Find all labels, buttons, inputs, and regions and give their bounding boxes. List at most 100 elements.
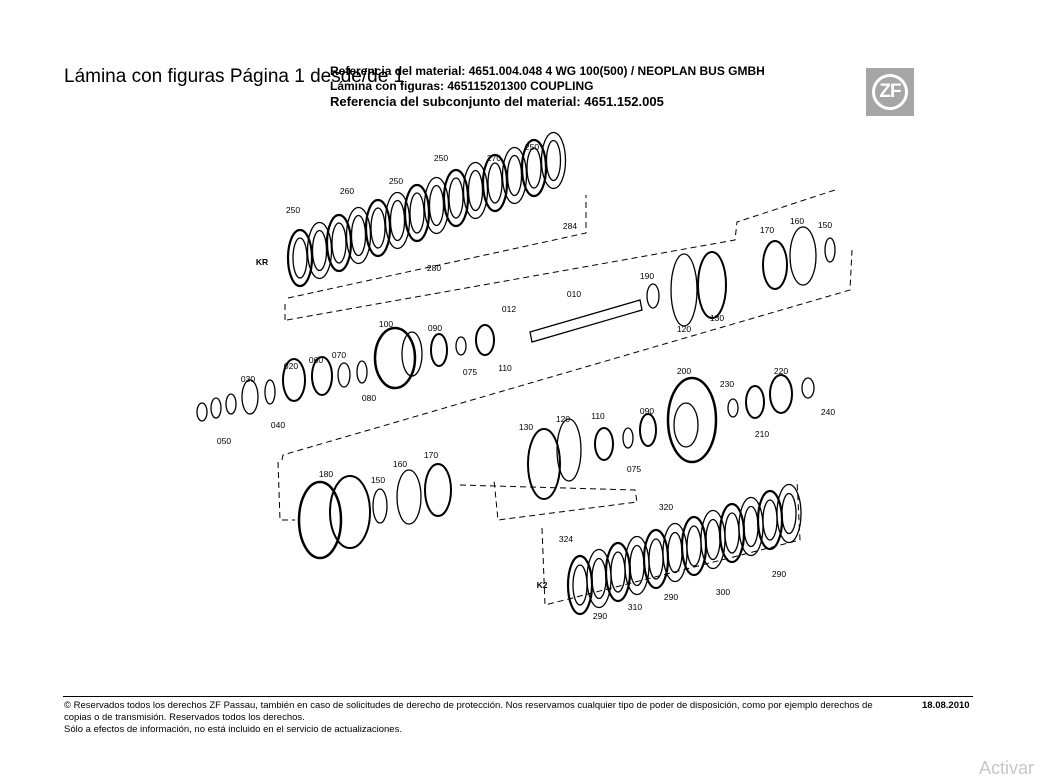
footer-disclaimer: Sólo a efectos de información, no está i… <box>64 724 402 735</box>
part-label-200: 200 <box>677 366 691 376</box>
part-label-090: 090 <box>428 323 442 333</box>
clutch-disc-kr-inner <box>389 199 406 242</box>
ring-190 <box>646 283 660 309</box>
clutch-disc-kr-inner <box>331 222 347 264</box>
clutch-disc-k2-inner <box>724 512 740 554</box>
part-label-120: 120 <box>556 414 570 424</box>
clutch-disc-kr <box>462 161 489 220</box>
footer-copyright-cont: copias o de transmisión. Reservados todo… <box>64 712 305 723</box>
lower-left-boundary <box>277 461 295 521</box>
clutch-disc-kr-inner <box>467 169 484 212</box>
part-label-280: 280 <box>427 263 441 273</box>
ring-150 <box>824 237 836 263</box>
part-label-290: 290 <box>772 569 786 579</box>
part-label-250: 250 <box>525 142 539 152</box>
clutch-disc-kr-inner <box>448 177 464 219</box>
k2-box <box>541 479 801 606</box>
clutch-disc-kr-inner <box>487 162 503 204</box>
activation-watermark: Activar <box>979 758 1035 778</box>
clutch-disc-kr <box>306 221 333 280</box>
clutch-disc-k2-inner <box>686 525 702 567</box>
clutch-disc-kr <box>345 206 372 265</box>
part-label-230: 230 <box>720 379 734 389</box>
footer-date: 18.08.2010 <box>922 700 970 711</box>
clutch-disc-k2-inner <box>572 564 588 606</box>
part-label-290: 290 <box>664 592 678 602</box>
drum-180-front <box>329 475 371 549</box>
bearing-220 <box>769 374 793 414</box>
clutch-disc-kr <box>384 191 411 250</box>
hub-170 <box>424 463 452 517</box>
clutch-disc-k2-inner <box>667 531 683 574</box>
bearing-110-lower <box>594 427 614 461</box>
gear-200 <box>666 376 718 464</box>
lower-arrow-boundary <box>459 479 638 521</box>
material-reference: Referencia del material: 4651.004.048 4 … <box>330 64 765 78</box>
part-label-190: 190 <box>640 271 654 281</box>
ring-120-lower <box>556 418 582 482</box>
clutch-disc-k2-inner <box>705 518 721 561</box>
part-label-150: 150 <box>371 475 385 485</box>
part-label-284: 284 <box>563 221 577 231</box>
gear-100-hub <box>401 331 423 377</box>
part-label-075: 075 <box>463 367 477 377</box>
part-label-220: 220 <box>774 366 788 376</box>
part-label-012: 012 <box>502 304 516 314</box>
part-label-KR: KR <box>256 257 268 267</box>
clutch-disc-kr-inner <box>370 207 386 249</box>
ring-240 <box>801 377 815 399</box>
part-label-090: 090 <box>640 406 654 416</box>
ring-160 <box>789 226 817 286</box>
clutch-disc-k2-inner <box>648 538 664 580</box>
part-label-170: 170 <box>760 225 774 235</box>
ring-150-lower <box>372 488 388 524</box>
part-label-210: 210 <box>755 429 769 439</box>
drum-180 <box>297 480 343 560</box>
clutch-disc-k2-inner <box>743 505 759 548</box>
part-label-250: 250 <box>389 176 403 186</box>
part-label-290: 290 <box>593 611 607 621</box>
gear-100 <box>373 326 417 390</box>
part-label-060: 060 <box>309 355 323 365</box>
bearing-060 <box>311 356 333 396</box>
ring-075 <box>455 336 467 356</box>
part-label-310: 310 <box>628 602 642 612</box>
part-label-324: 324 <box>559 534 573 544</box>
clutch-disc-k2 <box>776 483 802 544</box>
ring-070 <box>337 362 351 388</box>
part-label-050: 050 <box>217 436 231 446</box>
part-label-040: 040 <box>271 420 285 430</box>
clutch-disc-kr-inner <box>311 229 328 272</box>
ring-050 <box>196 402 208 422</box>
ring-230 <box>727 398 739 418</box>
clutch-disc-kr-inner <box>545 139 562 182</box>
clutch-disc-kr <box>501 146 528 205</box>
zf-logo-mark: ZF <box>872 74 908 110</box>
part-label-320: 320 <box>659 502 673 512</box>
clutch-disc-k2-inner <box>762 499 778 541</box>
part-label-160: 160 <box>393 459 407 469</box>
part-label-270: 270 <box>487 153 501 163</box>
bearing-090 <box>430 333 448 367</box>
part-label-170: 170 <box>424 450 438 460</box>
part-label-300: 300 <box>716 587 730 597</box>
clutch-disc-kr <box>403 183 431 243</box>
bearing-090-lower <box>639 413 657 447</box>
part-label-070: 070 <box>332 350 346 360</box>
clutch-disc-kr-inner <box>428 184 445 227</box>
clutch-disc-kr <box>442 168 470 228</box>
part-label-240: 240 <box>821 407 835 417</box>
part-label-250: 250 <box>434 153 448 163</box>
part-label-100: 100 <box>379 319 393 329</box>
clutch-disc-kr <box>540 131 567 190</box>
part-label-180: 180 <box>319 469 333 479</box>
clutch-disc-k2-inner <box>781 492 797 535</box>
bearing-110 <box>475 324 495 356</box>
part-label-130: 130 <box>710 313 724 323</box>
page-title: Lámina con figuras Página 1 desde/de 1 <box>64 66 405 87</box>
middle-boundary <box>281 249 853 461</box>
part-label-110: 110 <box>591 411 605 421</box>
kr-group-boundary <box>286 189 836 321</box>
clutch-disc-kr <box>286 228 314 288</box>
